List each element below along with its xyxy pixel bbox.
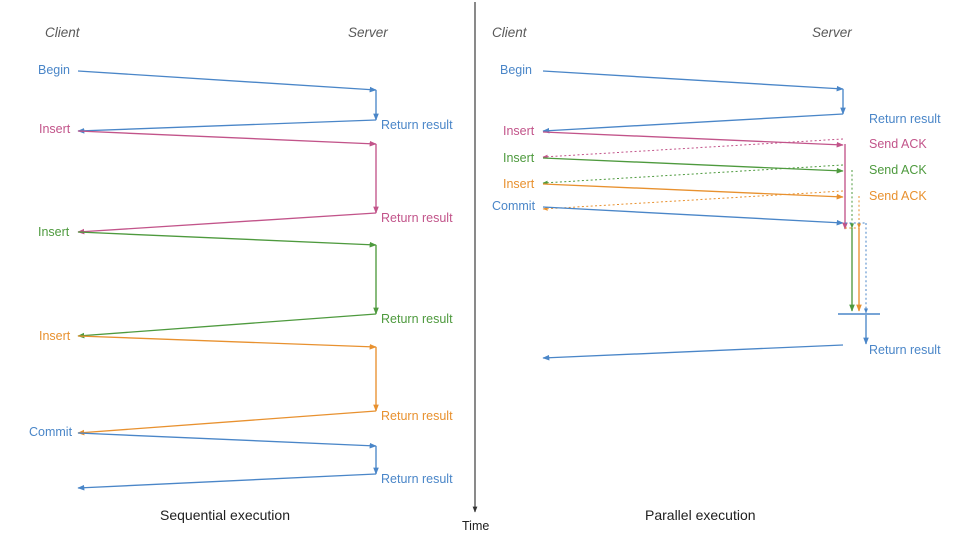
right-message-7-send-ack xyxy=(542,190,844,211)
left-client-label-4: Commit xyxy=(29,425,73,439)
right-message-0-begin xyxy=(542,70,844,92)
left-client-label-3: Insert xyxy=(39,329,71,343)
right-client-label-0: Begin xyxy=(500,63,532,77)
right-message-8-commit xyxy=(542,206,844,226)
left-message-9-return-result xyxy=(77,473,377,491)
right-client-label-4: Commit xyxy=(492,199,536,213)
right-client-label-3: Insert xyxy=(503,177,535,191)
left-server-label-1: Return result xyxy=(381,211,453,225)
left-message-3-return-result xyxy=(77,212,377,235)
left-message-6-insert xyxy=(77,335,377,350)
right-message-4-insert xyxy=(542,157,844,174)
left-message-2-insert xyxy=(77,130,377,147)
right-server-label-0: Return result xyxy=(869,112,941,126)
right-message-3-send-ack xyxy=(542,138,844,159)
left-message-7-return-result xyxy=(77,410,377,436)
left-panel-caption: Sequential execution xyxy=(160,507,290,523)
left-message-8-commit xyxy=(77,432,377,449)
left-actor-server: Server xyxy=(348,25,388,40)
left-message-1-return-result xyxy=(77,119,377,134)
left-server-label-3: Return result xyxy=(381,409,453,423)
left-client-label-2: Insert xyxy=(38,225,70,239)
right-message-1-return-result xyxy=(542,113,844,134)
right-panel-caption: Parallel execution xyxy=(645,507,756,523)
right-client-label-2: Insert xyxy=(503,151,535,165)
right-actor-client: Client xyxy=(492,25,527,40)
left-message-4-insert xyxy=(77,231,377,248)
right-client-label-1: Insert xyxy=(503,124,535,138)
right-actor-server: Server xyxy=(812,25,852,40)
left-client-label-1: Insert xyxy=(39,122,71,136)
right-message-2-insert xyxy=(542,131,844,148)
left-message-0-begin xyxy=(77,70,377,93)
right-message-6-insert xyxy=(542,183,844,200)
left-message-5-return-result xyxy=(77,313,377,339)
right-server-label-3: Send ACK xyxy=(869,189,927,203)
left-server-label-4: Return result xyxy=(381,472,453,486)
left-client-label-0: Begin xyxy=(38,63,70,77)
right-server-label-4: Return result xyxy=(869,343,941,357)
right-message-9-return-result xyxy=(542,344,844,361)
right-message-5-send-ack xyxy=(542,164,844,185)
time-axis-label: Time xyxy=(462,519,490,533)
left-actor-client: Client xyxy=(45,25,80,40)
left-server-label-2: Return result xyxy=(381,312,453,326)
right-server-label-1: Send ACK xyxy=(869,137,927,151)
left-server-label-0: Return result xyxy=(381,118,453,132)
right-server-label-2: Send ACK xyxy=(869,163,927,177)
